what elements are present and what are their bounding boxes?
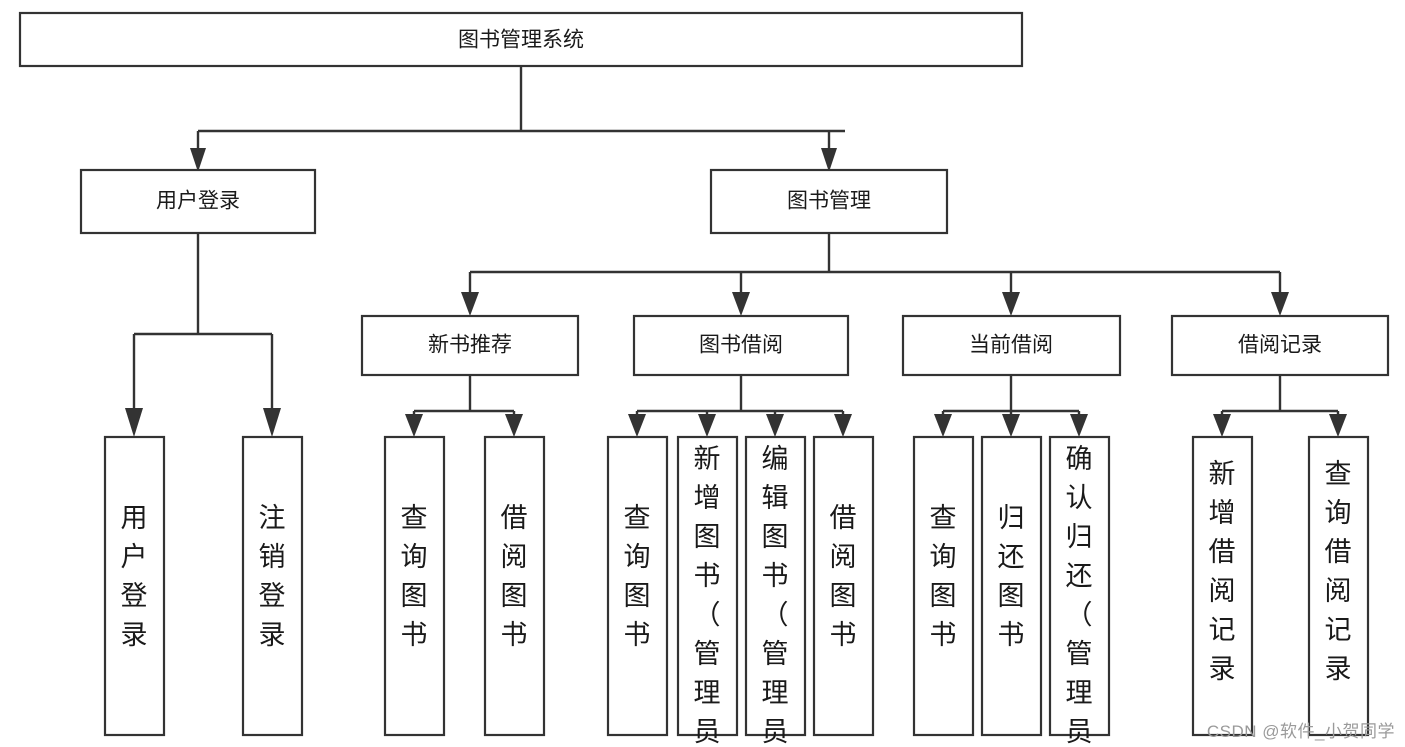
node-borrow-record-box[interactable] [1170, 314, 1390, 377]
arrow-current-borrow-to-leaf-return-book [1002, 414, 1020, 437]
node-user-login-label: 用户登录 [156, 190, 240, 213]
node-current-borrow[interactable]: 当前借阅 [901, 314, 1122, 377]
node-leaf-return-book-box[interactable] [980, 435, 1043, 737]
node-root-label: 图书管理系统 [458, 29, 584, 52]
node-leaf-user-login[interactable]: 用户登录 [103, 435, 166, 737]
arrow-new-book-recommend-to-leaf-query-book-1 [405, 414, 423, 437]
node-leaf-query-record-box[interactable] [1307, 435, 1370, 737]
node-leaf-edit-book[interactable]: 编辑图书（管理员） [744, 435, 807, 747]
node-leaf-confirm-return-box[interactable] [1048, 435, 1111, 737]
arrow-current-borrow-to-leaf-query-book-3 [934, 414, 952, 437]
node-leaf-user-logout[interactable]: 注销登录 [241, 435, 304, 737]
node-leaf-borrow-book-2-label: 借阅图书 [830, 503, 857, 650]
node-leaf-add-book-label: 新增图书（管理员） [694, 444, 721, 747]
node-root-box[interactable] [18, 11, 1024, 68]
arrow-book-manage-to-borrow-record [1271, 292, 1289, 316]
node-user-login[interactable]: 用户登录 [79, 168, 317, 235]
node-leaf-user-logout-box[interactable] [241, 435, 304, 737]
node-leaf-query-book-2-label: 查询图书 [624, 503, 651, 650]
node-borrow-record[interactable]: 借阅记录 [1170, 314, 1390, 377]
arrow-root-to-book-manage [821, 148, 837, 172]
node-leaf-confirm-return[interactable]: 确认归还（管理员） [1048, 435, 1111, 747]
node-leaf-add-record[interactable]: 新增借阅记录 [1191, 435, 1254, 737]
node-leaf-borrow-book-1-box[interactable] [483, 435, 546, 737]
node-book-borrow-label: 图书借阅 [699, 334, 783, 357]
node-leaf-query-book-2[interactable]: 查询图书 [606, 435, 669, 737]
arrow-root-to-user-login [190, 148, 206, 172]
node-leaf-edit-book-label: 编辑图书（管理员） [762, 444, 789, 747]
arrow-book-manage-to-current-borrow [1002, 292, 1020, 316]
node-new-book-recommend[interactable]: 新书推荐 [360, 314, 580, 377]
node-leaf-return-book[interactable]: 归还图书 [980, 435, 1043, 737]
node-new-book-recommend-label: 新书推荐 [428, 334, 512, 357]
arrow-new-book-recommend-to-leaf-borrow-book-1 [505, 414, 523, 437]
node-leaf-add-record-box[interactable] [1191, 435, 1254, 737]
node-leaf-query-book-1[interactable]: 查询图书 [383, 435, 446, 737]
node-leaf-borrow-book-2[interactable]: 借阅图书 [812, 435, 875, 737]
csdn-watermark: CSDN @软件_小贺同学 [1206, 722, 1395, 741]
edge-new-book-recommend-trunk [412, 375, 516, 418]
node-book-borrow-box[interactable] [632, 314, 850, 377]
node-leaf-query-book-1-box[interactable] [383, 435, 446, 737]
node-leaf-query-record-label: 查询借阅记录 [1325, 459, 1352, 684]
node-leaf-user-logout-label: 注销登录 [259, 503, 286, 650]
node-leaf-borrow-book-2-box[interactable] [812, 435, 875, 737]
arrow-borrow-record-to-leaf-query-record [1329, 414, 1347, 437]
node-leaf-query-record[interactable]: 查询借阅记录 [1307, 435, 1370, 737]
node-current-borrow-label: 当前借阅 [969, 334, 1053, 357]
node-leaf-user-login-box[interactable] [103, 435, 166, 737]
node-leaf-borrow-book-1[interactable]: 借阅图书 [483, 435, 546, 737]
edge-current-borrow-trunk [941, 375, 1081, 418]
node-leaf-query-book-3[interactable]: 查询图书 [912, 435, 975, 737]
node-leaf-add-book-box[interactable] [676, 435, 739, 737]
node-leaf-query-book-1-label: 查询图书 [401, 503, 428, 650]
edge-user-login-trunk [132, 233, 274, 410]
node-current-borrow-box[interactable] [901, 314, 1122, 377]
node-leaf-confirm-return-label: 确认归还（管理员） [1066, 444, 1093, 747]
edge-book-borrow-trunk [635, 375, 845, 418]
node-leaf-query-book-3-label: 查询图书 [930, 503, 957, 650]
edge-root-trunk [196, 66, 845, 150]
node-leaf-add-book[interactable]: 新增图书（管理员） [676, 435, 739, 747]
node-leaf-query-book-2-box[interactable] [606, 435, 669, 737]
arrow-book-borrow-to-leaf-query-book-2 [628, 414, 646, 437]
node-leaf-add-record-label: 新增借阅记录 [1209, 459, 1236, 684]
arrow-book-manage-to-book-borrow [732, 292, 750, 316]
node-book-manage-label: 图书管理 [787, 190, 871, 213]
node-leaf-query-book-3-box[interactable] [912, 435, 975, 737]
arrow-book-borrow-to-leaf-edit-book [766, 414, 784, 437]
node-user-login-box[interactable] [79, 168, 317, 235]
arrow-user-login-to-leaf-user-logout [263, 408, 281, 437]
node-leaf-edit-book-box[interactable] [744, 435, 807, 737]
arrow-borrow-record-to-leaf-add-record [1213, 414, 1231, 437]
node-new-book-recommend-box[interactable] [360, 314, 580, 377]
edge-book-manage-trunk [468, 233, 1282, 295]
node-book-borrow[interactable]: 图书借阅 [632, 314, 850, 377]
node-leaf-return-book-label: 归还图书 [998, 503, 1025, 650]
arrow-current-borrow-to-leaf-confirm-return [1070, 414, 1088, 437]
edge-borrow-record-trunk [1220, 375, 1340, 418]
node-leaf-borrow-book-1-label: 借阅图书 [501, 503, 528, 650]
arrow-book-borrow-to-leaf-add-book [698, 414, 716, 437]
connector-layer [125, 66, 1347, 437]
arrow-book-manage-to-new-book-recommend [461, 292, 479, 316]
node-book-manage-box[interactable] [709, 168, 949, 235]
arrow-book-borrow-to-leaf-borrow-book-2 [834, 414, 852, 437]
node-root[interactable]: 图书管理系统 [18, 11, 1024, 68]
node-book-manage[interactable]: 图书管理 [709, 168, 949, 235]
node-leaf-user-login-label: 用户登录 [121, 503, 148, 650]
node-borrow-record-label: 借阅记录 [1238, 334, 1322, 357]
arrow-user-login-to-leaf-user-login [125, 408, 143, 437]
